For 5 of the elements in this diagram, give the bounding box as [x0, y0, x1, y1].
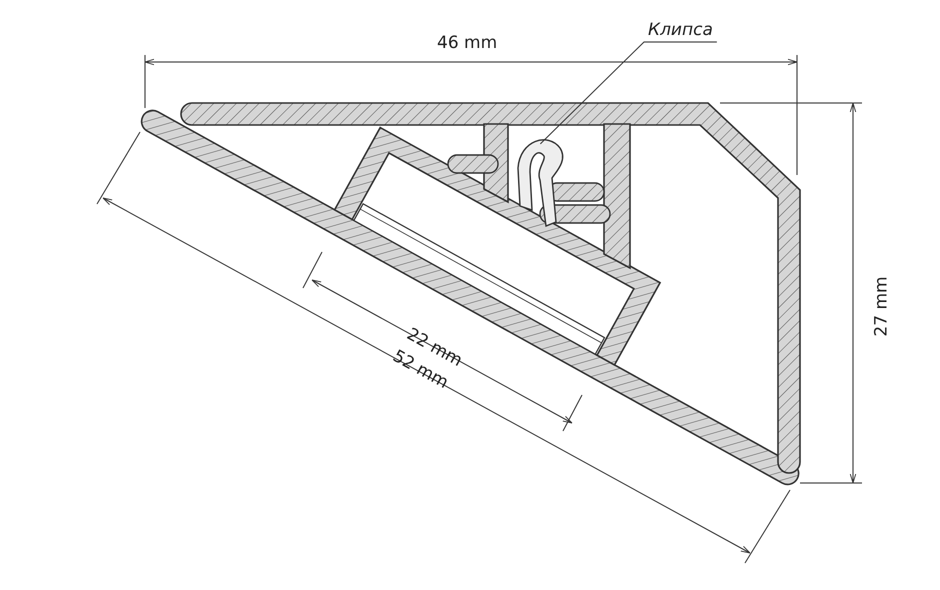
- callout-label: Клипса: [648, 22, 713, 39]
- dimension-label: 27 mm: [874, 276, 891, 337]
- leader-line: [540, 42, 718, 144]
- dimension-label: 46 mm: [437, 35, 498, 52]
- clip-drawing: [517, 139, 564, 227]
